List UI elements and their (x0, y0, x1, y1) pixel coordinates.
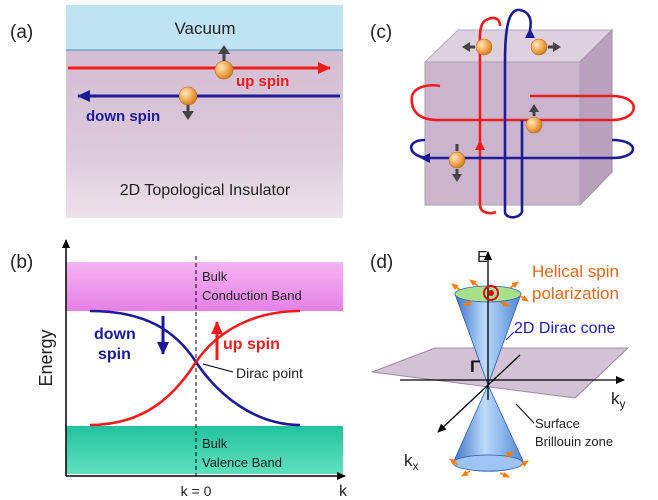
blue-flow-arrow-icon (420, 153, 430, 163)
helical-spin-arrows-bottom (449, 451, 529, 478)
electron-middle (525, 104, 543, 134)
red-edge-loop-horizontal (410, 94, 636, 122)
energy-axis-label-d: E (477, 249, 488, 266)
dirac-point-label: Dirac point (236, 365, 303, 381)
dirac-point-leader (202, 363, 234, 373)
panel-d-label: (d) (370, 252, 393, 273)
spin-down-arrow-icon (182, 111, 194, 120)
ky-axis-label: ky (611, 389, 626, 411)
dirac-cone-label: 2D Dirac cone (514, 320, 615, 337)
spin-rotation-icon (483, 285, 499, 301)
k-zero-label: k = 0 (181, 483, 212, 499)
surface-zone-label-line1: Surface (535, 416, 580, 431)
surface-zone-leader (515, 403, 535, 424)
red-edge-loop-vertical (478, 18, 497, 215)
blue-edge-loop-horizontal (410, 138, 635, 160)
down-spin-label: down spin (86, 108, 160, 125)
red-loop-join (410, 84, 441, 97)
surface-zone-label-line2: Brillouin zone (535, 434, 613, 449)
panel-a: (a) Vacuum up spin down spin 2D Topologi… (10, 5, 343, 218)
gamma-point-label: Γ (470, 357, 480, 376)
valence-band (66, 426, 343, 474)
spin-up-arrow-icon (218, 45, 230, 54)
up-spin-label: up spin (223, 336, 280, 353)
electron-bottom (448, 144, 466, 182)
blue-loop-cap (519, 8, 532, 31)
panel-b: (b) Bulk Conduction Band Bulk Valence Ba… (10, 239, 348, 500)
panel-b-label: (b) (10, 252, 33, 273)
cube-top-face (423, 29, 614, 63)
kx-axis (437, 354, 521, 433)
cube-front-face (424, 61, 581, 206)
spin-rotation-core (488, 290, 494, 296)
down-spin-label-line1: down (94, 326, 136, 343)
up-spin-label: up spin (236, 73, 289, 90)
helical-spin-arrows-top (451, 279, 529, 307)
spin-left-arrow-icon (462, 42, 470, 52)
panel-a-label: (a) (10, 22, 33, 43)
dirac-cone-leader (505, 331, 515, 341)
electron-top-right (530, 38, 561, 56)
red-flow-arrow-icon (475, 140, 485, 150)
conduction-band-label-line2: Conduction Band (202, 288, 302, 303)
spin-down-arrow-icon (452, 174, 462, 182)
blue-flow-arrow-up-icon (525, 28, 535, 38)
up-spin-dispersion (89, 309, 301, 427)
panel-d: (d) E ky kx Γ (370, 249, 630, 478)
insulator-label: 2D Topological Insulator (120, 182, 291, 199)
insulator-region (66, 50, 343, 218)
conduction-band-label-line1: Bulk (202, 269, 228, 284)
valence-band-label-line1: Bulk (202, 436, 228, 451)
spin-right-arrow-icon (553, 42, 561, 52)
panel-c-label: (c) (370, 22, 392, 43)
electron-top-left (462, 38, 493, 56)
conduction-band (66, 262, 343, 311)
k-axis-label: k (339, 483, 348, 500)
lower-cone-base (452, 454, 524, 472)
energy-axis-label: Energy (36, 329, 56, 386)
vacuum-region (66, 5, 343, 50)
up-spin-electron (214, 45, 234, 80)
helical-spin-label-line2: polarization (532, 284, 619, 303)
panel-c: (c) (370, 8, 636, 219)
red-loop-cap (485, 16, 502, 27)
kx-axis-label: kx (404, 451, 419, 473)
blue-edge-loop-vertical (503, 8, 524, 219)
valence-band-label-line2: Valence Band (202, 455, 282, 470)
vacuum-label: Vacuum (174, 19, 235, 38)
helical-spin-label-line1: Helical spin (532, 262, 619, 281)
down-spin-label-line2: spin (98, 346, 131, 363)
spin-up-arrow-icon (529, 104, 539, 112)
down-spin-electron (178, 86, 198, 120)
